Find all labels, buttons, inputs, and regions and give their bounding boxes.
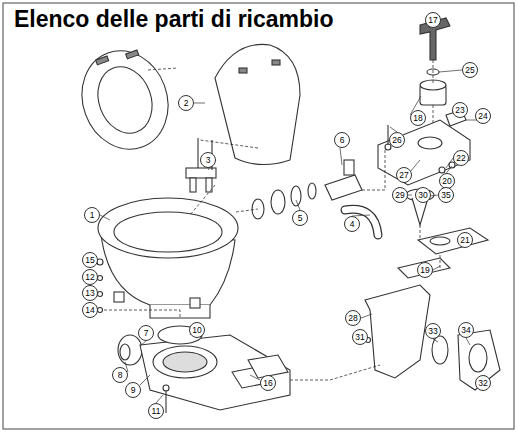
hose bbox=[345, 209, 378, 235]
callout-number: 6 bbox=[334, 132, 350, 148]
callout-number: 19 bbox=[417, 262, 433, 278]
callout-number: 3 bbox=[200, 152, 216, 168]
callout-number: 16 bbox=[260, 375, 276, 391]
outlet bbox=[458, 330, 500, 390]
callout-number: 33 bbox=[425, 323, 441, 339]
seat bbox=[68, 39, 181, 162]
callout-number: 29 bbox=[392, 187, 408, 203]
callout-number: 24 bbox=[475, 108, 491, 124]
callout-number: 2 bbox=[178, 95, 194, 111]
callout-number: 8 bbox=[112, 367, 128, 383]
callout-number: 18 bbox=[410, 110, 426, 126]
callout-number: 35 bbox=[438, 187, 454, 203]
callout-number: 23 bbox=[452, 102, 468, 118]
callout-number: 15 bbox=[82, 252, 98, 268]
callout-number: 31 bbox=[352, 329, 368, 345]
page-title: Elenco delle parti di ricambio bbox=[14, 6, 334, 33]
callout-number: 13 bbox=[82, 285, 98, 301]
callout-number: 17 bbox=[425, 12, 441, 28]
callout-number: 4 bbox=[344, 216, 360, 232]
callout-number: 10 bbox=[189, 322, 205, 338]
callout-number: 21 bbox=[457, 232, 473, 248]
callout-number: 11 bbox=[148, 403, 164, 419]
callout-number: 32 bbox=[475, 375, 491, 391]
frame bbox=[3, 3, 514, 429]
elbow bbox=[325, 175, 362, 200]
callout-number: 9 bbox=[125, 382, 141, 398]
callout-number: 1 bbox=[84, 207, 100, 223]
callout-number: 7 bbox=[138, 325, 154, 341]
callout-number: 14 bbox=[82, 302, 98, 318]
callout-number: 34 bbox=[458, 322, 474, 338]
bowl-rim bbox=[98, 198, 238, 258]
callout-number: 25 bbox=[462, 62, 478, 78]
callout-number: 22 bbox=[453, 150, 469, 166]
pump-body bbox=[365, 285, 430, 378]
base bbox=[140, 335, 290, 410]
pump-cover bbox=[378, 120, 470, 185]
callout-number: 30 bbox=[415, 187, 431, 203]
seat-hole bbox=[89, 59, 161, 141]
callout-number: 27 bbox=[396, 167, 412, 183]
callout-number: 26 bbox=[389, 132, 405, 148]
lid bbox=[215, 44, 300, 164]
callout-number: 12 bbox=[82, 269, 98, 285]
leader-lines bbox=[104, 60, 440, 380]
gasket-top bbox=[418, 228, 488, 254]
callout-number: 5 bbox=[292, 210, 308, 226]
callout-number: 28 bbox=[345, 310, 361, 326]
callout-leaders bbox=[100, 22, 485, 403]
